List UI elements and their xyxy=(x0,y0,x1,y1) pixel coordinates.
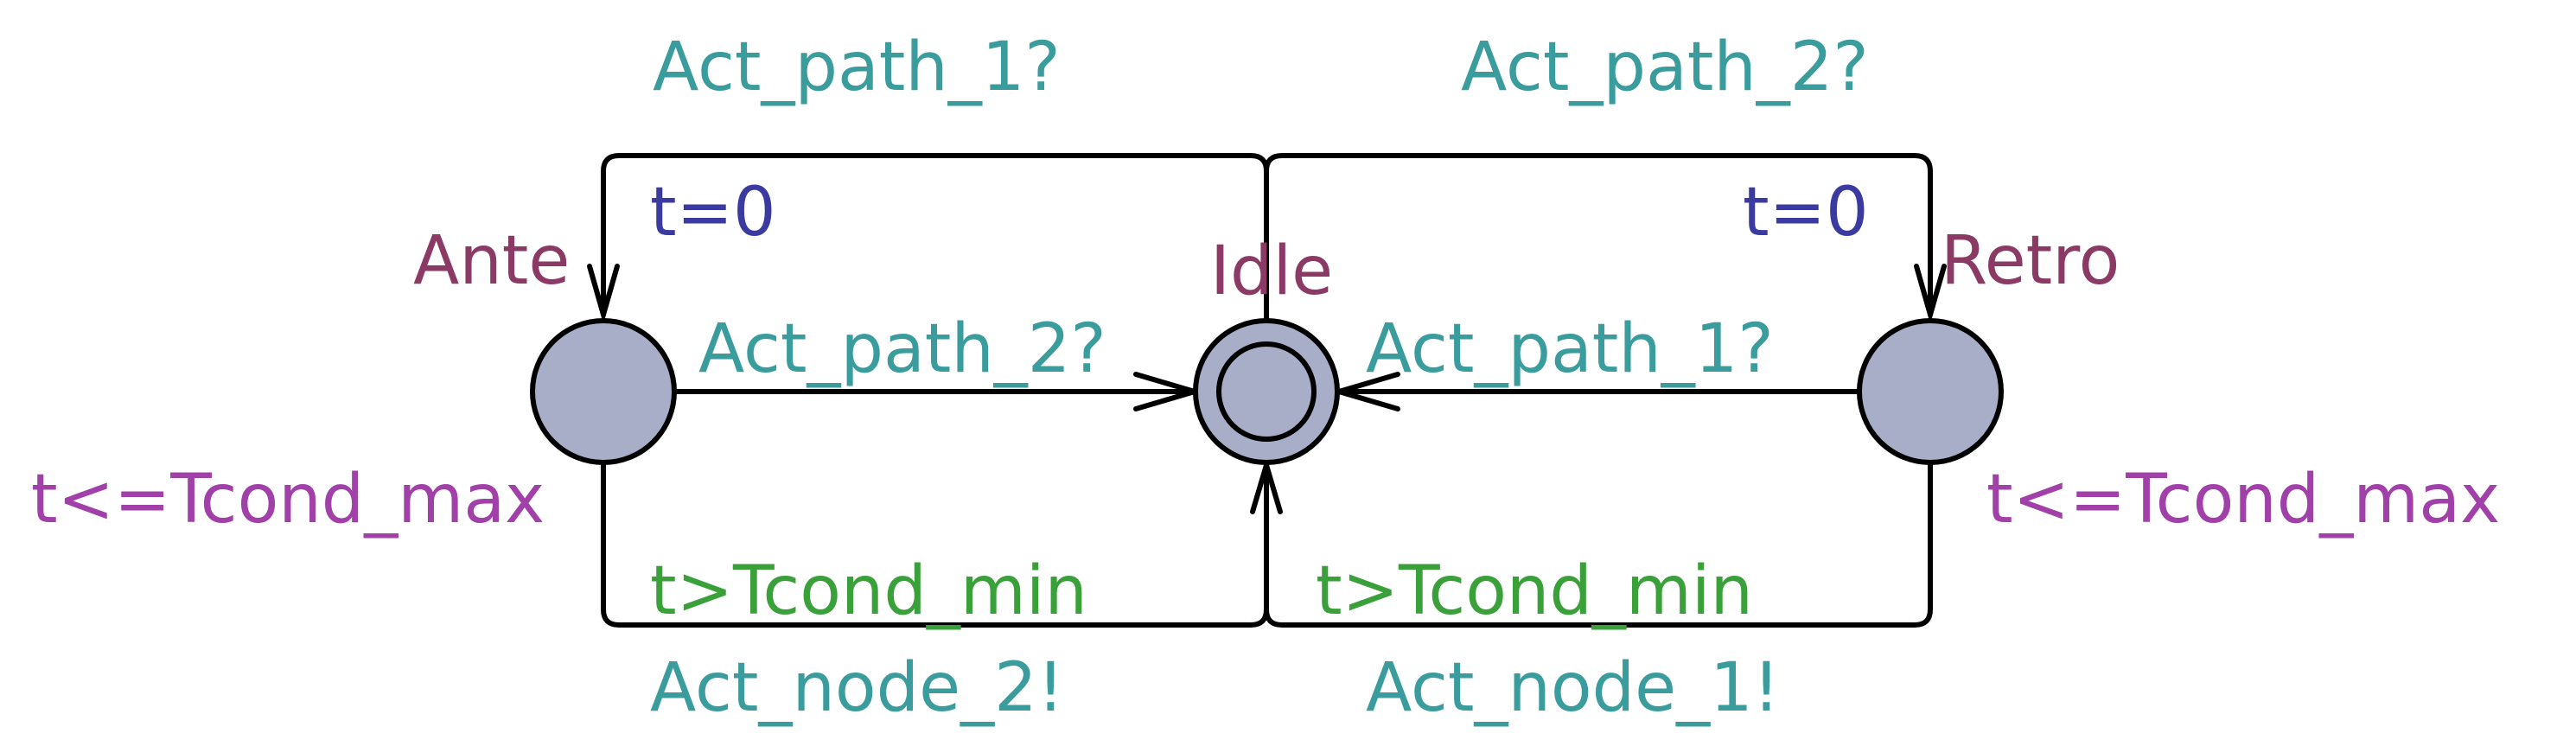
invariant-retro: t<=Tcond_max xyxy=(1986,461,2500,539)
sync-ante-to-idle-bottom: Act_node_2! xyxy=(650,649,1064,727)
edges xyxy=(587,153,1947,628)
state-idle-initial-marker xyxy=(1216,341,1317,442)
arrowhead-idle-to-ante xyxy=(587,264,620,324)
assignment-idle-to-ante: t=0 xyxy=(650,174,776,252)
invariant-ante: t<=Tcond_max xyxy=(31,461,545,539)
state-idle-label: Idle xyxy=(1210,233,1333,310)
sync-retro-to-idle-bottom: Act_node_1! xyxy=(1366,649,1780,727)
guard-ante-to-idle-bottom: t>Tcond_min xyxy=(650,552,1087,630)
assignment-idle-to-retro: t=0 xyxy=(1743,174,1869,252)
states xyxy=(530,318,2004,465)
state-labels: Ante Idle Retro xyxy=(413,222,2120,310)
state-retro-label: Retro xyxy=(1941,222,2120,300)
state-ante[interactable] xyxy=(530,318,677,465)
sync-idle-to-retro: Act_path_2? xyxy=(1461,29,1869,106)
guard-retro-to-idle-bottom: t>Tcond_min xyxy=(1316,552,1753,630)
edge-retro-to-idle-bottom[interactable] xyxy=(1264,460,1933,628)
edge-labels: Act_path_1? t=0 Act_path_2? t=0 Act_path… xyxy=(650,29,1869,727)
edge-idle-to-retro[interactable] xyxy=(1264,153,1933,321)
sync-idle-to-ante: Act_path_1? xyxy=(653,29,1061,106)
arrowhead-idle-to-retro xyxy=(1914,264,1947,324)
sync-ante-to-idle-direct: Act_path_2? xyxy=(698,310,1106,388)
invariant-labels: t<=Tcond_max t<=Tcond_max xyxy=(31,461,2500,539)
sync-retro-to-idle-direct: Act_path_1? xyxy=(1366,310,1774,388)
state-ante-label: Ante xyxy=(413,222,570,300)
state-retro[interactable] xyxy=(1857,318,2004,465)
